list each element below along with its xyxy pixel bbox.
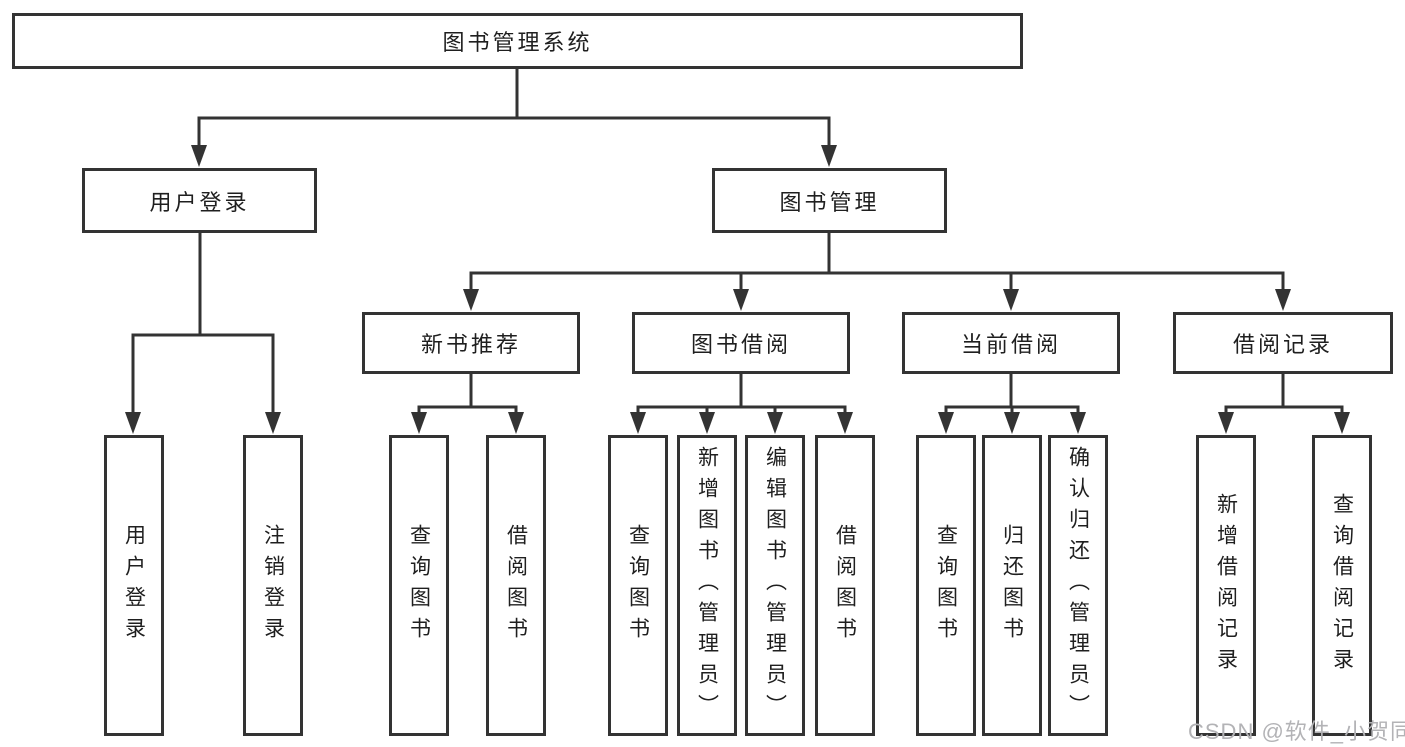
node-new-book-recommend: 新书推荐: [362, 312, 580, 374]
node-borrow-records: 借阅记录: [1173, 312, 1393, 374]
node-edit-book-admin: 编辑图书（管理员）: [745, 435, 805, 736]
node-borrow-book-leaf: 借阅图书: [815, 435, 875, 736]
node-label: 新增借阅记录: [1214, 492, 1238, 679]
node-root-library-system: 图书管理系统: [12, 13, 1023, 69]
node-book-borrow: 图书借阅: [632, 312, 850, 374]
node-label: 确认归还（管理员）: [1066, 446, 1090, 725]
node-borrow-book-recommend: 借阅图书: [486, 435, 546, 736]
node-return-book: 归还图书: [982, 435, 1042, 736]
arrowheads: [125, 145, 1350, 434]
node-label: 用户登录: [122, 523, 146, 648]
node-add-book-admin: 新增图书（管理员）: [677, 435, 737, 736]
node-label: 注销登录: [261, 523, 285, 648]
node-add-borrow-record: 新增借阅记录: [1196, 435, 1256, 736]
node-query-book-current: 查询图书: [916, 435, 976, 736]
node-query-book-recommend: 查询图书: [389, 435, 449, 736]
node-query-borrow-record: 查询借阅记录: [1312, 435, 1372, 736]
node-confirm-return-admin: 确认归还（管理员）: [1048, 435, 1108, 736]
node-label: 新增图书（管理员）: [695, 446, 719, 725]
node-label: 查询图书: [407, 523, 431, 648]
node-user-login: 用户登录: [82, 168, 317, 233]
node-label: 编辑图书（管理员）: [763, 446, 787, 725]
node-query-book-borrow: 查询图书: [608, 435, 668, 736]
node-label: 归还图书: [1000, 523, 1024, 648]
node-label: 查询图书: [626, 523, 650, 648]
node-user-login-leaf: 用户登录: [104, 435, 164, 736]
node-book-management: 图书管理: [712, 168, 947, 233]
node-logout-leaf: 注销登录: [243, 435, 303, 736]
node-label: 借阅图书: [833, 523, 857, 648]
node-label: 查询借阅记录: [1330, 492, 1354, 679]
node-label: 查询图书: [934, 523, 958, 648]
csdn-watermark: CSDN @软件_小贺同学: [1188, 719, 1405, 744]
node-current-borrow: 当前借阅: [902, 312, 1120, 374]
node-label: 借阅图书: [504, 523, 528, 648]
